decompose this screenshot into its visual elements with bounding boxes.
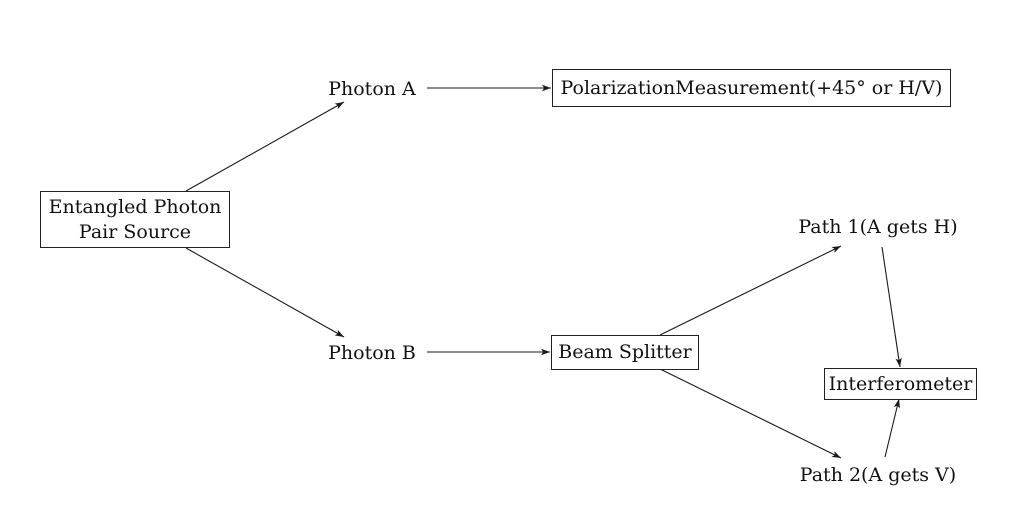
source-label-line2: Pair Source xyxy=(78,220,192,243)
edge-source-to-photon-a xyxy=(185,101,345,192)
photon-a-node: Photon A xyxy=(328,78,416,100)
beam-splitter-node: Beam Splitter xyxy=(551,335,699,370)
edge-source-to-photon-b xyxy=(185,247,345,338)
edge-path1-to-interferometer xyxy=(881,246,902,368)
path1-node: Path 1(A gets H) xyxy=(798,216,958,238)
edge-beam-splitter-to-path1 xyxy=(659,245,842,336)
edge-path2-to-interferometer xyxy=(884,398,900,458)
entangled-photon-pair-source-node: Entangled Photon Pair Source xyxy=(40,191,230,248)
interferometer-node: Interferometer xyxy=(824,368,977,400)
source-label: Entangled Photon Pair Source xyxy=(49,195,222,245)
photon-b-node: Photon B xyxy=(328,342,416,364)
edge-beam-splitter-to-path2 xyxy=(659,368,842,459)
path2-node: Path 2(A gets V) xyxy=(799,464,957,486)
source-label-line1: Entangled Photon xyxy=(48,195,222,218)
polarization-measurement-node: PolarizationMeasurement(+45° or H/V) xyxy=(552,69,951,107)
